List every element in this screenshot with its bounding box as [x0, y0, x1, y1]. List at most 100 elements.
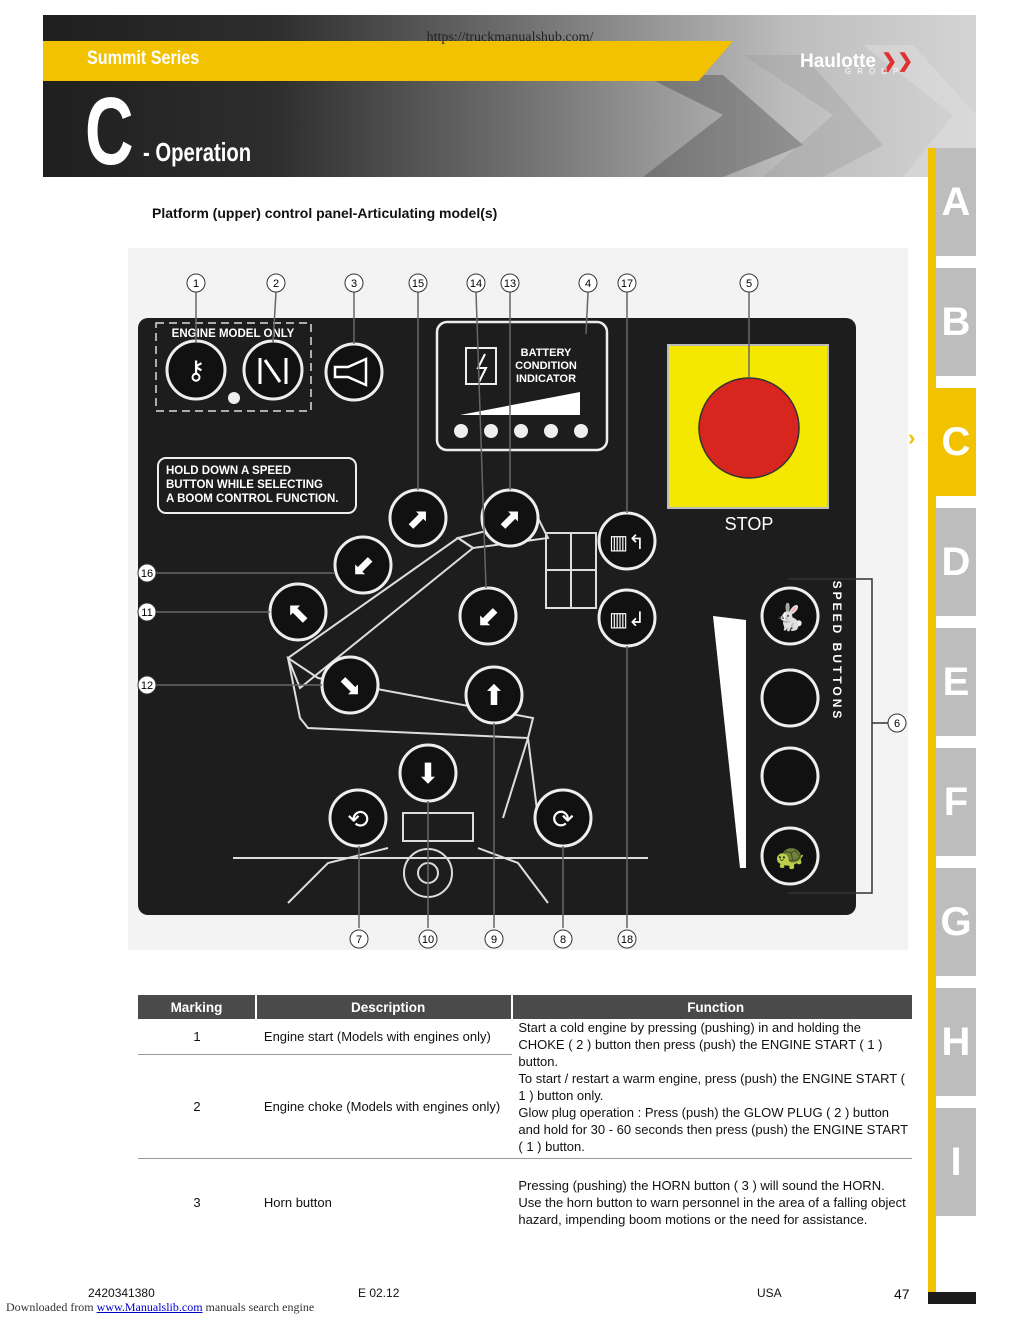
function-cell: Pressing (pushing) the HORN button ( 3 )… — [518, 1177, 906, 1227]
country: USA — [757, 1286, 782, 1300]
svg-text:HOLD DOWN A SPEED: HOLD DOWN A SPEED — [166, 465, 291, 477]
tab-base — [928, 1292, 976, 1304]
svg-text:17: 17 — [621, 278, 633, 290]
speed-buttons-label: SPEED BUTTONS — [830, 581, 844, 722]
function-cell: Start a cold engine by pressing (pushing… — [512, 1019, 912, 1159]
svg-text:5: 5 — [746, 278, 752, 290]
logo-text: Haulotte — [800, 51, 876, 72]
svg-text:▥↰: ▥↰ — [609, 532, 645, 554]
page-number: 47 — [894, 1286, 910, 1302]
svg-text:⟳: ⟳ — [552, 804, 574, 834]
battery-indicator-panel — [435, 320, 609, 452]
svg-text:2: 2 — [273, 278, 279, 290]
control-panel-diagram: ENGINE MODEL ONLY ⚷ BATTERY CONDITION IN… — [128, 248, 908, 950]
stop-button — [698, 377, 800, 479]
svg-text:INDICATOR: INDICATOR — [516, 373, 576, 385]
speed-medium-low-button — [760, 746, 820, 806]
svg-text:14: 14 — [470, 278, 482, 290]
battery-gauge — [460, 392, 580, 415]
key-icon: ⚷ — [186, 355, 205, 385]
tab-c[interactable]: C — [936, 388, 976, 498]
svg-text:⬆: ⬆ — [482, 680, 505, 711]
logo-subtitle: GROUP — [845, 67, 905, 76]
table-row: 3 Horn button Pressing (pushing) the HOR… — [138, 1158, 912, 1246]
controls-table: Marking Description Function 1 Engine st… — [138, 995, 912, 1246]
turtle-icon: 🐢 — [775, 844, 805, 871]
battery-icon — [476, 353, 488, 383]
svg-text:⬈: ⬈ — [498, 503, 521, 534]
engine-label: ENGINE MODEL ONLY — [172, 328, 295, 340]
choke-icon — [258, 358, 288, 384]
svg-text:⬈: ⬈ — [406, 503, 429, 534]
col-description: Description — [255, 995, 514, 1019]
chapter-title: - Operation — [143, 137, 252, 167]
svg-text:12: 12 — [141, 680, 153, 692]
svg-text:16: 16 — [141, 568, 153, 580]
svg-text:⬉: ⬉ — [286, 597, 309, 628]
engine-group-box — [155, 322, 312, 412]
manualslib-link[interactable]: www.Manualslib.com — [96, 1300, 203, 1314]
rotate-left-button-7 — [328, 788, 388, 848]
indicator-dot — [228, 392, 240, 404]
svg-text:⬋: ⬋ — [476, 601, 499, 632]
speed-slow-button — [760, 826, 820, 886]
svg-text:▥↲: ▥↲ — [609, 609, 645, 631]
series-title: Summit Series — [87, 48, 200, 69]
tab-strip — [928, 148, 936, 1296]
tab-d[interactable]: D — [936, 508, 976, 618]
svg-text:3: 3 — [351, 278, 357, 290]
col-function: Function — [512, 995, 912, 1019]
svg-text:⟲: ⟲ — [347, 804, 369, 834]
tab-a[interactable]: A — [936, 148, 976, 258]
tab-f[interactable]: F — [936, 748, 976, 858]
table-row: 1 Engine start (Models with engines only… — [138, 1019, 912, 1159]
svg-text:⬋: ⬋ — [351, 550, 374, 581]
tab-g[interactable]: G — [936, 868, 976, 978]
logo-chevron-icon: ❯❯ — [881, 51, 914, 72]
svg-text:1: 1 — [193, 278, 199, 290]
callout-labels: 1 2 3 15 14 13 4 17 5 16 11 12 6 7 10 9 … — [137, 273, 907, 949]
svg-text:⬊: ⬊ — [338, 670, 361, 701]
jib-down-button-14 — [458, 586, 518, 646]
table-row: 2 Engine choke (Models with engines only… — [138, 1054, 912, 1159]
doc-number: 2420341380 — [88, 1286, 155, 1300]
table-header-row: Marking Description Function — [138, 995, 912, 1019]
brand-logo: Haulotte ❯❯ — [800, 50, 913, 73]
source-url[interactable]: https://truckmanualshub.com/ — [426, 30, 594, 45]
svg-text:4: 4 — [585, 278, 591, 290]
speed-wedge — [713, 616, 746, 868]
download-note: Downloaded from www.Manualslib.com manua… — [6, 1300, 315, 1314]
svg-text:8: 8 — [560, 934, 566, 946]
svg-text:CONDITION: CONDITION — [515, 360, 577, 372]
svg-text:13: 13 — [504, 278, 516, 290]
svg-text:9: 9 — [491, 934, 497, 946]
edition: E 02.12 — [358, 1286, 400, 1300]
svg-text:18: 18 — [621, 934, 633, 946]
svg-text:7: 7 — [356, 934, 362, 946]
figure-heading: Platform (upper) control panel-Articulat… — [152, 205, 498, 221]
svg-text:6: 6 — [894, 718, 900, 730]
chevron-decoration — [643, 45, 976, 177]
boom-illustration — [233, 516, 648, 904]
boom-down-button-16 — [333, 535, 393, 595]
tab-i[interactable]: I — [936, 1108, 976, 1218]
speed-fast-button — [760, 586, 820, 646]
speed-medium-high-button — [760, 668, 820, 728]
stop-label: STOP — [725, 514, 774, 534]
svg-text:A BOOM CONTROL FUNCTION.: A BOOM CONTROL FUNCTION. — [166, 493, 339, 505]
col-marking: Marking — [138, 995, 257, 1019]
series-band — [43, 41, 733, 81]
boom-buttons: ⬈ ⬈ ⬋ ⬉ ⬋ ⬊ ⬆ ⬇ ⟲ ⟳ ▥↰ ▥↲ — [268, 488, 657, 848]
svg-text:11: 11 — [141, 607, 152, 619]
tab-e[interactable]: E — [936, 628, 976, 738]
active-tab-arrow-icon: › — [908, 425, 916, 450]
tab-h[interactable]: H — [936, 988, 976, 1098]
rabbit-icon: 🐇 — [774, 602, 806, 632]
svg-text:15: 15 — [412, 278, 424, 290]
svg-text:⬇: ⬇ — [416, 758, 439, 789]
tab-b[interactable]: B — [936, 268, 976, 378]
svg-text:10: 10 — [422, 934, 434, 946]
horn-icon — [333, 357, 368, 387]
chapter-letter: C — [85, 78, 134, 185]
svg-text:BATTERY: BATTERY — [521, 347, 572, 359]
